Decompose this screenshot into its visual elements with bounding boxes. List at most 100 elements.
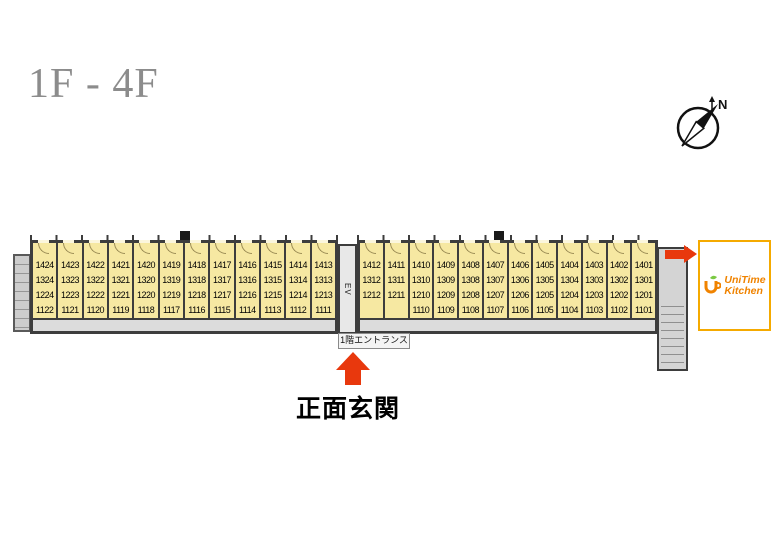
room-number: 1302: [609, 274, 629, 285]
room-number: 1105: [535, 305, 554, 316]
door-swing-icon: [459, 240, 482, 257]
room-number: 1307: [486, 274, 505, 285]
room-number: 1312: [362, 274, 381, 285]
door-swing-icon: [109, 240, 132, 257]
room-number: 1322: [86, 274, 105, 285]
room-number: 1112: [289, 305, 307, 316]
entrance-arrow-shaft: [345, 369, 361, 385]
room-number: [385, 303, 408, 318]
room-number: 1414: [288, 259, 308, 270]
room-number: 1210: [411, 290, 431, 301]
room-number: 1214: [288, 290, 308, 301]
room-number: 1310: [411, 274, 431, 285]
room-number: 1201: [634, 290, 654, 301]
room-number: 1111: [315, 305, 332, 316]
room-number: 1109: [436, 305, 455, 316]
tenant-logo-box: UniTime Kitchen: [698, 240, 771, 331]
door-swing-icon: [312, 240, 335, 257]
main-entrance-label: 正面玄関: [296, 395, 401, 423]
door-swing-icon: [583, 240, 606, 257]
stair-steps: [661, 299, 684, 367]
room-number: 1120: [86, 305, 105, 316]
room-number: 1110: [412, 305, 430, 316]
room-number: 1102: [610, 305, 628, 316]
room-number: 1203: [585, 290, 604, 301]
elevator-shaft: EV: [338, 244, 357, 334]
room-number: 1224: [35, 290, 55, 301]
room-number: 1114: [238, 305, 256, 316]
cup-icon: [704, 275, 722, 294]
room-number: 1313: [314, 274, 333, 285]
room-number: 1113: [264, 305, 281, 316]
room-number: 1309: [436, 274, 456, 285]
room-number: 1406: [510, 259, 530, 270]
room-number: 1118: [137, 305, 155, 316]
room-number: 1416: [238, 259, 257, 270]
door-swing-icon: [185, 240, 208, 257]
roof-vent: [180, 231, 190, 240]
door-swing-icon: [84, 240, 107, 257]
room-number: 1205: [535, 290, 555, 301]
door-swing-icon: [434, 240, 457, 257]
room-number: 1121: [61, 305, 79, 316]
room-number: 1216: [238, 290, 257, 301]
room-number: 1206: [510, 290, 530, 301]
room-number: 1317: [212, 274, 232, 285]
west-corridor: [33, 318, 335, 331]
door-swing-icon: [558, 240, 581, 257]
room-number: 1404: [560, 259, 579, 270]
door-swing-icon: [484, 240, 507, 257]
room-number: 1408: [461, 259, 480, 270]
room-number: 1208: [461, 290, 480, 301]
room-number: 1303: [585, 274, 604, 285]
room-number: 1324: [35, 274, 55, 285]
door-swing-icon: [58, 240, 81, 257]
room-number: 1308: [461, 274, 480, 285]
entrance-label: 1階エントランス: [338, 333, 410, 349]
door-swing-icon: [236, 240, 259, 257]
door-swing-icon: [533, 240, 556, 257]
room-number: 1403: [585, 259, 604, 270]
room-number: 1117: [162, 305, 180, 316]
room-number: 1315: [263, 274, 283, 285]
door-swing-icon: [210, 240, 233, 257]
room-number: 1411: [387, 259, 405, 270]
door-swing-icon: [608, 240, 631, 257]
room-number: 1305: [535, 274, 555, 285]
door-swing-icon: [509, 240, 532, 257]
room-number: 1301: [634, 274, 654, 285]
door-swing-icon: [360, 240, 383, 257]
room-number: 1318: [187, 274, 207, 285]
room-number: 1418: [187, 259, 207, 270]
room-cell[interactable]: 1410 1310 1210 1110: [409, 240, 433, 318]
room-number: 1306: [510, 274, 530, 285]
room-number: 1222: [86, 290, 105, 301]
room-number: 1223: [60, 290, 80, 301]
room-number: 1410: [411, 259, 431, 270]
door-swing-icon: [33, 240, 56, 257]
